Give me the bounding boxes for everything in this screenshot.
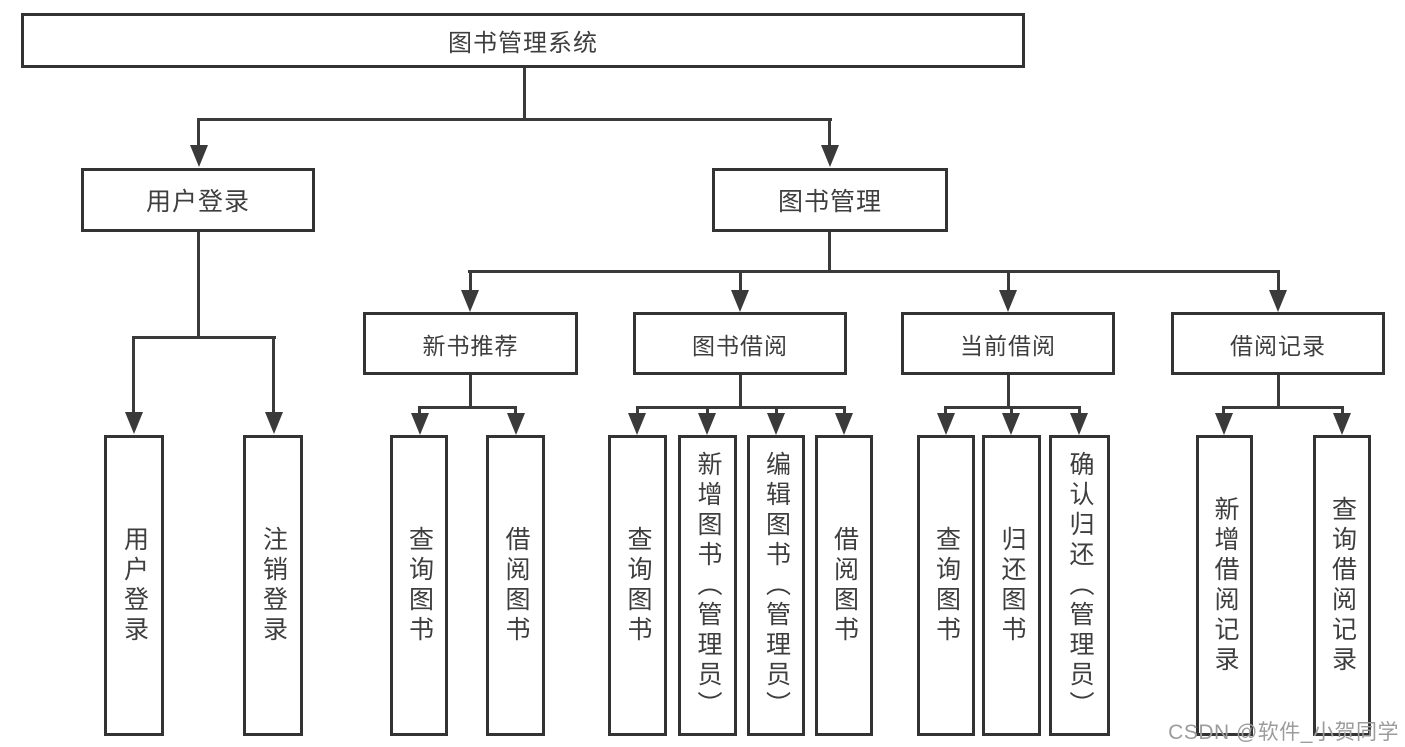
- arrowhead-book-borrow: [731, 290, 749, 312]
- leaf-logout-label: 注销登录: [259, 525, 288, 646]
- node-book-borrow-label: 图书借阅: [692, 332, 788, 359]
- leaf-current-return-book-label: 归还图书: [998, 525, 1026, 646]
- leaf-borrow-edit-book-admin: 编辑图书（管理员）: [747, 435, 805, 736]
- node-new-book-recommend-label: 新书推荐: [422, 332, 519, 359]
- leaf-borrow-query-book: 查询图书: [608, 435, 667, 736]
- leaf-current-confirm-return-admin-label: 确认归还（管理员）: [1066, 450, 1094, 721]
- connector-shaft-new-book-recommend: [469, 270, 472, 291]
- connector-book-management-vertical: [828, 232, 831, 273]
- node-current-borrow: 当前借阅: [901, 312, 1115, 375]
- leaf-record-add-record-label: 新增借阅记录: [1211, 495, 1239, 676]
- connector-br-vertical: [1277, 375, 1280, 407]
- connector-shaft-book-management: [828, 118, 831, 146]
- connector-shaft-nbr-query: [418, 406, 421, 415]
- node-book-borrow: 图书借阅: [633, 312, 847, 375]
- leaf-record-query-record: 查询借阅记录: [1313, 435, 1371, 736]
- connector-shaft-user-login: [197, 118, 200, 146]
- node-new-book-recommend: 新书推荐: [363, 312, 578, 375]
- connector-shaft-bb-add: [706, 406, 709, 415]
- arrowhead-bb-edit: [767, 413, 785, 435]
- arrowhead-br-query: [1333, 413, 1351, 435]
- leaf-current-query-book: 查询图书: [917, 435, 975, 736]
- leaf-current-return-book: 归还图书: [982, 435, 1041, 736]
- node-current-borrow-label: 当前借阅: [960, 332, 1056, 359]
- arrowhead-leaf-logout: [265, 412, 283, 434]
- arrowhead-cb-confirm: [1070, 413, 1088, 435]
- leaf-recommend-borrow-book-label: 借阅图书: [502, 525, 530, 646]
- leaf-user-login: 用户登录: [104, 435, 164, 736]
- arrowhead-bb-add: [698, 413, 716, 435]
- connector-shaft-bb-query: [636, 406, 639, 415]
- arrowhead-leaf-user-login: [125, 412, 143, 434]
- connector-book-management-horizontal: [468, 270, 1280, 273]
- connector-bb-horizontal: [636, 406, 846, 409]
- leaf-borrow-borrow-book-label: 借阅图书: [830, 525, 859, 646]
- csdn-watermark: CSDN @软件_小贺同学: [1168, 721, 1399, 744]
- connector-shaft-bb-edit: [775, 406, 778, 415]
- leaf-borrow-add-book-admin: 新增图书（管理员）: [678, 435, 737, 736]
- connector-root-vertical: [523, 68, 526, 119]
- leaf-borrow-borrow-book: 借阅图书: [815, 435, 873, 736]
- arrowhead-nbr-query: [411, 413, 429, 435]
- leaf-borrow-add-book-admin-label: 新增图书（管理员）: [694, 450, 722, 721]
- connector-br-horizontal: [1222, 406, 1344, 409]
- arrowhead-bb-borrow: [835, 413, 853, 435]
- arrowhead-borrow-record: [1269, 290, 1287, 312]
- leaf-current-confirm-return-admin: 确认归还（管理员）: [1049, 435, 1110, 736]
- connector-nbr-horizontal: [418, 406, 517, 409]
- node-book-management-label: 图书管理: [777, 188, 882, 216]
- connector-user-login-horizontal: [132, 336, 276, 339]
- connector-shaft-br-add: [1222, 406, 1225, 415]
- arrowhead-new-book-recommend: [461, 290, 479, 312]
- arrowhead-bb-query: [628, 413, 646, 435]
- leaf-user-login-label: 用户登录: [120, 525, 149, 646]
- leaf-logout: 注销登录: [243, 435, 303, 736]
- connector-cb-vertical: [1007, 375, 1010, 407]
- node-borrow-record: 借阅记录: [1171, 312, 1385, 375]
- connector-bb-vertical: [739, 375, 742, 407]
- arrowhead-br-add: [1215, 413, 1233, 435]
- connector-shaft-br-query: [1341, 406, 1344, 415]
- connector-root-horizontal: [197, 118, 832, 121]
- arrowhead-cb-query: [937, 413, 955, 435]
- connector-shaft-cb-query: [944, 406, 947, 415]
- connector-user-login-vertical: [197, 232, 200, 337]
- connector-shaft-borrow-record: [1277, 270, 1280, 291]
- connector-shaft-leaf-user-login: [132, 336, 135, 413]
- node-user-login: 用户登录: [81, 168, 315, 232]
- arrowhead-book-management: [821, 145, 839, 167]
- connector-shaft-leaf-logout: [272, 336, 275, 413]
- leaf-record-query-record-label: 查询借阅记录: [1328, 495, 1357, 676]
- arrowhead-nbr-borrow: [507, 413, 525, 435]
- connector-shaft-nbr-borrow: [514, 406, 517, 415]
- leaf-current-query-book-label: 查询图书: [932, 525, 961, 646]
- connector-shaft-cb-return: [1010, 406, 1013, 415]
- leaf-recommend-borrow-book: 借阅图书: [486, 435, 545, 736]
- connector-shaft-book-borrow: [739, 270, 742, 291]
- node-borrow-record-label: 借阅记录: [1230, 332, 1326, 359]
- leaf-record-add-record: 新增借阅记录: [1196, 435, 1253, 736]
- connector-shaft-bb-borrow: [843, 406, 846, 415]
- leaf-borrow-edit-book-admin-label: 编辑图书（管理员）: [762, 450, 791, 721]
- leaf-borrow-query-book-label: 查询图书: [624, 525, 652, 646]
- connector-nbr-vertical: [469, 375, 472, 407]
- arrowhead-cb-return: [1002, 413, 1020, 435]
- leaf-recommend-query-book: 查询图书: [390, 435, 448, 736]
- node-book-management: 图书管理: [712, 168, 948, 232]
- connector-shaft-cb-confirm: [1078, 406, 1081, 415]
- arrowhead-current-borrow: [999, 290, 1017, 312]
- node-user-login-label: 用户登录: [145, 188, 250, 216]
- node-root-label: 图书管理系统: [448, 30, 598, 57]
- connector-shaft-current-borrow: [1007, 270, 1010, 291]
- leaf-recommend-query-book-label: 查询图书: [405, 525, 434, 646]
- node-root: 图书管理系统: [21, 13, 1025, 68]
- arrowhead-user-login: [190, 145, 208, 167]
